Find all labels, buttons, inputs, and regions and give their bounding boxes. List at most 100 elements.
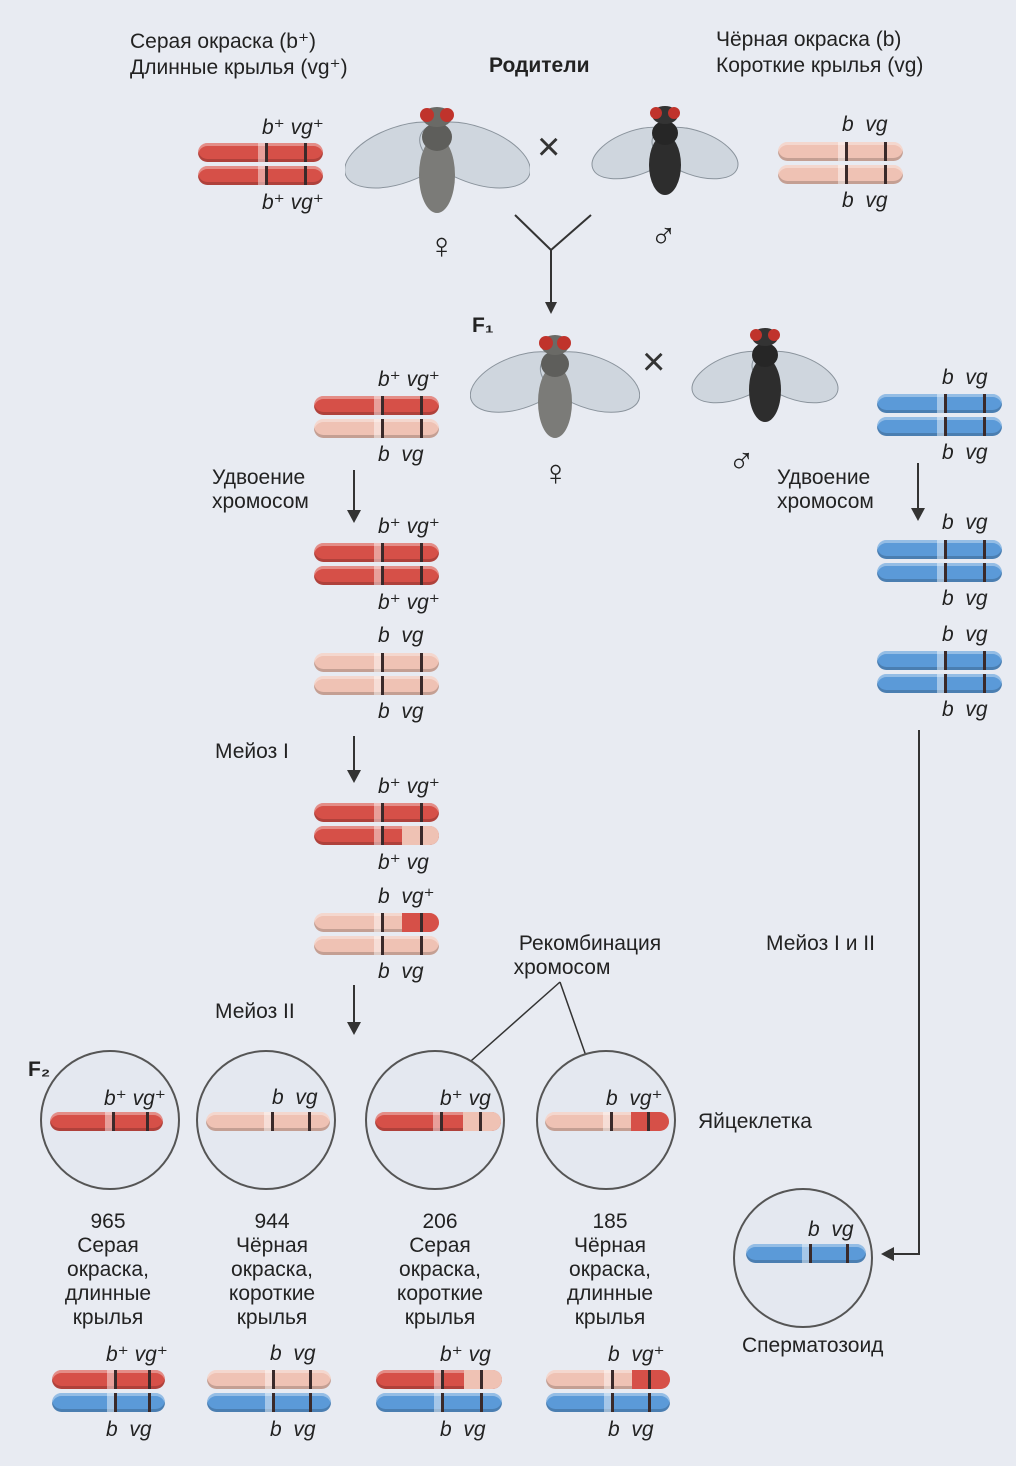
- gene-label: b vg: [378, 700, 424, 724]
- chromosome-red: [314, 566, 439, 585]
- offspring-phenotype-line: окраска,: [231, 1258, 313, 1282]
- gene-label: b vg: [808, 1218, 854, 1242]
- arrow-head-icon: [347, 770, 361, 784]
- gene-label: b vg: [270, 1418, 316, 1442]
- gene-label: b vg: [942, 698, 988, 722]
- offspring-phenotype-line: Чёрная: [574, 1234, 646, 1258]
- female-symbol-icon: ♀: [428, 225, 455, 267]
- duplication-label-line2: хромосом: [212, 490, 309, 514]
- offspring-phenotype-line: длинные: [65, 1282, 151, 1306]
- gene-label: b vg: [942, 587, 988, 611]
- egg-label: Яйцеклетка: [698, 1110, 812, 1134]
- gene-label: b vg: [842, 113, 888, 137]
- offspring-phenotype-line: длинные: [567, 1282, 653, 1306]
- chromosome-pink: [778, 165, 903, 184]
- offspring-phenotype-line: Чёрная: [236, 1234, 308, 1258]
- chromosome-blue: [877, 563, 1002, 582]
- offspring-phenotype-line: крылья: [575, 1306, 646, 1330]
- chromosome-red: [314, 396, 439, 415]
- gene-label: b⁺ vg⁺: [378, 590, 440, 615]
- chromosome-pink: [314, 419, 439, 438]
- f1-female-fly-icon: [470, 320, 640, 450]
- chromosome-red: [198, 166, 323, 185]
- recombination-label-line2: хромосом: [514, 956, 611, 980]
- gene-label: b vg: [842, 189, 888, 213]
- chromosome-blue: [877, 394, 1002, 413]
- offspring-phenotype-line: крылья: [73, 1306, 144, 1330]
- gene-label: b vg: [942, 366, 988, 390]
- gene-label: b vg⁺: [378, 884, 435, 909]
- chromosome-pink: [778, 142, 903, 161]
- chromosome-recombinant: [314, 913, 439, 932]
- offspring-count: 944: [254, 1210, 289, 1234]
- arrow-head-icon: [880, 1247, 894, 1261]
- f1-female-symbol-icon: ♀: [542, 452, 569, 494]
- offspring-phenotype-line: короткие: [397, 1282, 483, 1306]
- gene-label: b vg⁺: [608, 1342, 665, 1367]
- chromosome-red: [50, 1112, 163, 1131]
- gene-label: b⁺ vg⁺: [378, 774, 440, 799]
- chromosome-blue: [52, 1393, 165, 1412]
- chromosome-pink: [314, 653, 439, 672]
- f2-label: F₂: [28, 1058, 50, 1082]
- chromosome-pink: [206, 1112, 330, 1131]
- offspring-count: 965: [90, 1210, 125, 1234]
- gene-label: b⁺ vg⁺: [378, 367, 440, 392]
- chromosome-blue: [877, 651, 1002, 670]
- arrow-head-icon: [347, 510, 361, 524]
- offspring-count: 185: [592, 1210, 627, 1234]
- f1-male-fly-icon: [690, 315, 840, 445]
- arrow-line: [917, 463, 919, 513]
- chromosome-blue: [746, 1244, 866, 1263]
- arrow-line: [918, 730, 920, 1254]
- chromosome-pink: [207, 1370, 331, 1389]
- chromosome-blue: [877, 417, 1002, 436]
- offspring-phenotype-line: короткие: [229, 1282, 315, 1306]
- f1-male-symbol-icon: ♂: [728, 440, 755, 482]
- chromosome-blue: [376, 1393, 502, 1412]
- gene-label: b⁺ vg⁺: [378, 514, 440, 539]
- gene-label: b vg: [608, 1418, 654, 1442]
- offspring-phenotype-line: окраска,: [67, 1258, 149, 1282]
- chromosome-recombinant: [545, 1112, 669, 1131]
- female-fly-icon: [345, 95, 530, 230]
- gene-label: b vg: [378, 443, 424, 467]
- meiosis1-label: Мейоз I: [215, 740, 289, 764]
- gene-label: b⁺ vg⁺: [262, 115, 324, 140]
- male-trait-line1: Чёрная окраска (b): [716, 28, 901, 52]
- offspring-phenotype-line: крылья: [237, 1306, 308, 1330]
- meiosis2-label: Мейоз II: [215, 1000, 295, 1024]
- gene-label: b⁺ vg⁺: [262, 190, 324, 215]
- offspring-phenotype-line: окраска,: [569, 1258, 651, 1282]
- chromosome-blue: [207, 1393, 331, 1412]
- parents-title: Родители: [489, 54, 590, 78]
- duplication-label-right-line2: хромосом: [777, 490, 874, 514]
- offspring-phenotype-line: крылья: [405, 1306, 476, 1330]
- arrow-line: [893, 1253, 920, 1255]
- gene-label: b vg⁺: [606, 1086, 663, 1111]
- cross-icon: ×: [537, 125, 560, 170]
- gene-label: b vg: [272, 1086, 318, 1110]
- gene-label: b vg: [270, 1342, 316, 1366]
- offspring-phenotype-line: Серая: [409, 1234, 471, 1258]
- chromosome-red: [314, 803, 439, 822]
- gene-label: b vg: [942, 441, 988, 465]
- duplication-label-right-line1: Удвоение: [777, 466, 870, 490]
- cross-connector: [505, 210, 605, 315]
- chromosome-recombinant: [546, 1370, 670, 1389]
- chromosome-blue: [877, 674, 1002, 693]
- gene-label: b vg: [440, 1418, 486, 1442]
- chromosome-recombinant: [376, 1370, 502, 1389]
- gene-label: b vg: [942, 623, 988, 647]
- chromosome-recombinant: [375, 1112, 501, 1131]
- arrow-head-icon: [911, 508, 925, 522]
- duplication-label-line1: Удвоение: [212, 466, 305, 490]
- male-symbol-icon: ♂: [650, 215, 677, 257]
- chromosome-red: [198, 143, 323, 162]
- female-trait-line1: Серая окраска (b⁺): [130, 30, 316, 54]
- offspring-count: 206: [422, 1210, 457, 1234]
- chromosome-pink: [314, 676, 439, 695]
- gene-label: b vg: [378, 624, 424, 648]
- chromosome-red: [52, 1370, 165, 1389]
